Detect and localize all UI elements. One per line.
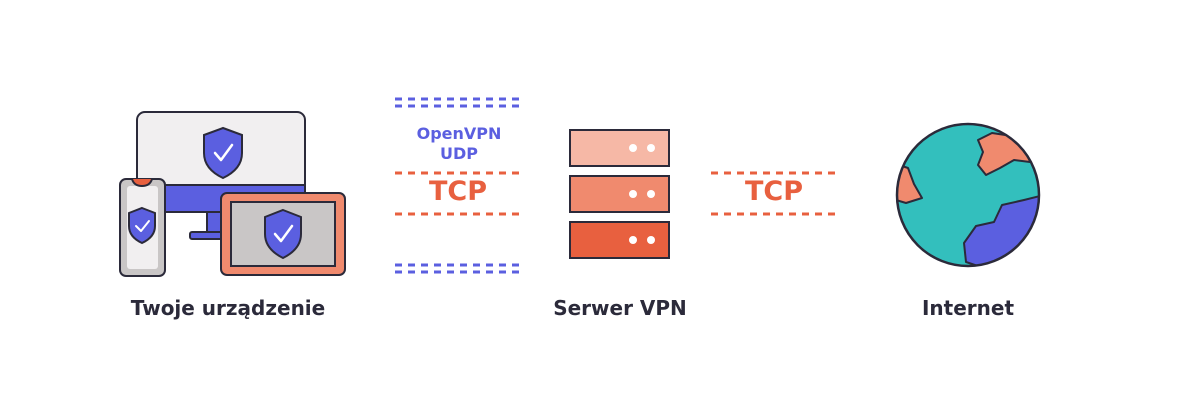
globe-icon <box>895 122 1041 268</box>
server-label: Serwer VPN <box>553 296 687 320</box>
devices-illustration <box>119 111 346 277</box>
shield-icon <box>128 206 156 245</box>
openvpn-udp-label: OpenVPN UDP <box>417 124 502 164</box>
udp-label-line: UDP <box>439 144 478 163</box>
openvpn-label-line: OpenVPN <box>416 124 502 143</box>
server-icon <box>569 129 670 259</box>
internet-label: Internet <box>921 296 1015 320</box>
right-connection-lines <box>711 171 838 216</box>
shield-icon <box>203 126 243 180</box>
device-label: Twoje urządzenie <box>130 296 326 320</box>
tcp-label-right: TCP <box>744 176 804 207</box>
phone-icon <box>119 178 166 277</box>
tablet-icon <box>220 192 346 276</box>
shield-icon <box>264 208 302 260</box>
left-connection-lines <box>395 97 522 274</box>
tcp-label-left: TCP <box>428 176 488 207</box>
